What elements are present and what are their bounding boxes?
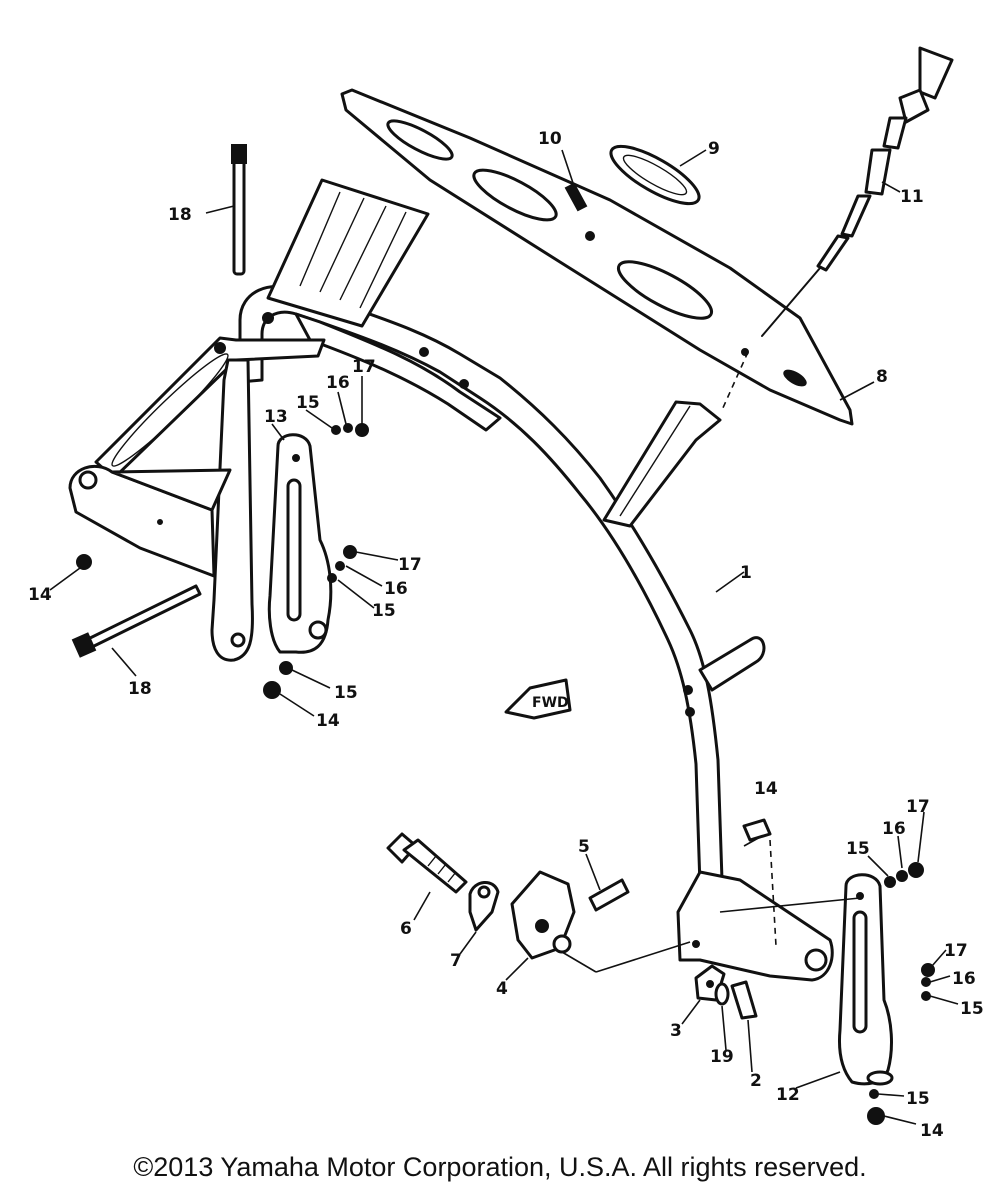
forward-arrow-label: FWD [532,695,569,711]
side-stay-bracket [602,400,722,528]
callout-15-top: 15 [296,393,320,413]
callout-19: 19 [710,1047,734,1067]
callout-13: 13 [264,407,288,427]
right-small-fasteners [867,862,935,1125]
left-footrest-plate [267,433,333,654]
callout-15-right-mid: 15 [960,999,984,1019]
pin [588,878,630,912]
choke-knob-cable [721,46,954,411]
copyright-notice: ©2013 Yamaha Motor Corporation, U.S.A. A… [133,1152,867,1182]
left-upper-brace [94,312,326,480]
side-rod [698,636,766,692]
callout-16-plate: 16 [384,579,408,599]
callout-labels: 1 2 3 4 5 6 7 8 9 10 11 12 13 14 14 14 1… [28,129,984,1141]
left-front-leg [210,358,254,662]
callout-14-left: 14 [28,585,52,605]
lower-fasteners [694,818,777,1020]
left-small-fasteners [76,423,369,699]
callout-15-center: 15 [334,683,358,703]
callout-8: 8 [876,367,888,387]
forward-direction-arrow: FWD [504,678,572,720]
left-lower-bracket [68,464,232,578]
lock-plate [468,881,500,932]
callout-15-right-top: 15 [846,839,870,859]
long-bolt-upper [231,144,247,276]
callout-14-center: 14 [316,711,340,731]
screw [564,182,588,212]
callout-4: 4 [496,979,508,999]
callout-14-right-lower: 14 [920,1121,944,1141]
callout-6: 6 [400,919,412,939]
callout-18-lower: 18 [128,679,152,699]
callout-9: 9 [708,139,720,159]
callout-16-right-mid: 16 [952,969,976,989]
long-bolt-lower [71,584,202,658]
callout-14-right-upper: 14 [754,779,778,799]
callout-3: 3 [670,1021,682,1041]
callout-7: 7 [450,951,462,971]
callout-17-top: 17 [352,357,376,377]
callout-2: 2 [750,1071,762,1091]
callout-5: 5 [578,837,590,857]
callout-17-plate: 17 [398,555,422,575]
instrument-panel-plate [340,88,854,426]
right-lower-bracket [676,870,861,982]
callout-18-upper: 18 [168,205,192,225]
upper-fork-bracket [266,178,430,328]
right-footrest-plate [838,873,894,1086]
leader-lines [49,149,959,1125]
callout-15-right-lower: 15 [906,1089,930,1109]
callout-16-top: 16 [326,373,350,393]
callout-16-right-top: 16 [882,819,906,839]
callout-12: 12 [776,1085,800,1105]
callout-1: 1 [740,563,752,583]
grommet-cap [609,144,701,206]
callout-17-right-top: 17 [906,797,930,817]
parts-diagram: FWD 1 2 [28,46,984,1141]
callout-11: 11 [900,187,924,207]
callout-10: 10 [538,129,562,149]
clamp-block [510,870,691,973]
bolt [386,832,468,894]
callout-15-plate: 15 [372,601,396,621]
callout-17-right-mid: 17 [944,941,968,961]
